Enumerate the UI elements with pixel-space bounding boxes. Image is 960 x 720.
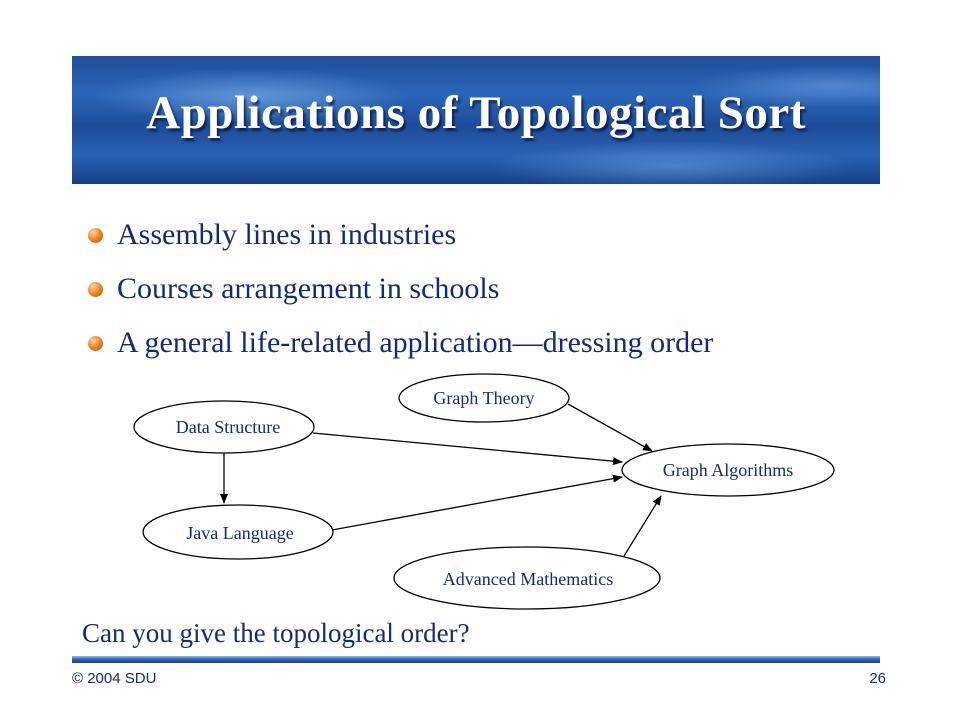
edge-graph-theory-to-graph-algorithms [567,403,653,452]
bullet-item: A general life-related application—dress… [88,316,713,370]
edge-data-structure-to-graph-algorithms [312,432,623,466]
question-text: Can you give the topological order? [82,618,470,648]
node-label: Java Language [186,523,293,543]
edge-java-language-to-graph-algorithms [331,474,623,531]
bullet-item: Courses arrangement in schools [88,262,713,316]
node-label: Data Structure [176,417,280,437]
slide-title: Applications of Topological Sort [146,87,806,139]
footer-copyright: © 2004 SDU [72,670,157,687]
node-data-structure: Data Structure [133,400,315,454]
node-graph-algorithms: Graph Algorithms [621,443,835,497]
node-graph-theory: Graph Theory [398,373,570,423]
bullet-list: Assembly lines in industries Courses arr… [88,208,713,370]
bullet-icon [88,227,103,243]
node-label: Advanced Mathematics [443,569,613,589]
bullet-text: Assembly lines in industries [117,218,457,251]
bullet-text: A general life-related application—dress… [117,326,714,359]
footer-divider [72,656,880,663]
node-java-language: Java Language [142,504,334,560]
bullet-icon [88,281,103,297]
bullet-item: Assembly lines in industries [88,208,713,262]
node-label: Graph Theory [433,388,534,408]
title-banner [72,56,880,184]
edge-advanced-mathematics-to-graph-algorithms [623,495,662,557]
bullet-icon [88,335,103,351]
page-number: 26 [869,670,886,687]
node-label: Graph Algorithms [663,460,794,480]
bullet-text: Courses arrangement in schools [117,272,500,305]
node-advanced-mathematics: Advanced Mathematics [393,546,661,610]
